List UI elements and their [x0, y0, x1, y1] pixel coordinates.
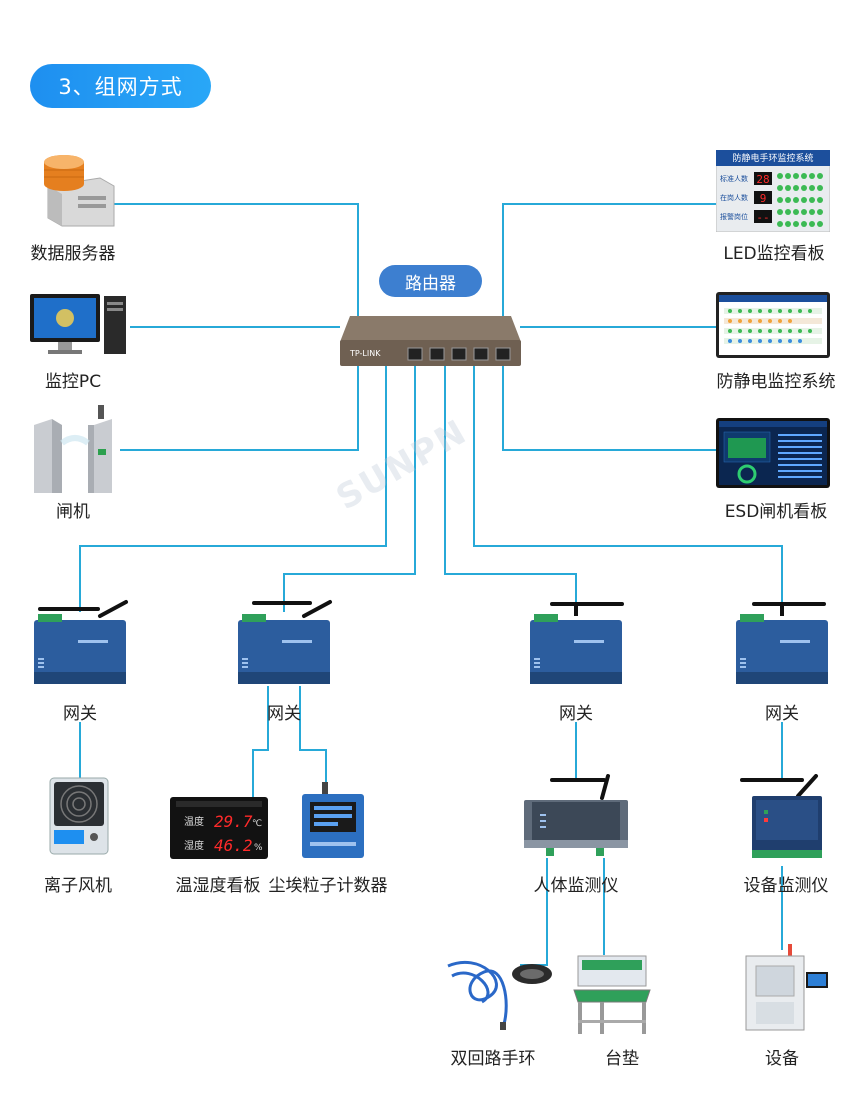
label-gateway-3: 网关 [559, 704, 593, 724]
label-device-monitor: 设备监测仪 [743, 876, 829, 896]
router-label: 路由器 [379, 265, 482, 297]
router-icon: TP-LINK [338, 312, 523, 368]
server-icon [38, 148, 118, 228]
svg-text:9: 9 [760, 192, 767, 205]
svg-text:报警岗位: 报警岗位 [720, 212, 748, 221]
svg-text:--: -- [756, 211, 769, 224]
section-title: 3、组网方式 [30, 64, 211, 108]
svg-text:在岗人数: 在岗人数 [720, 193, 748, 202]
body-monitor-icon [522, 774, 630, 860]
label-esd-board: ESD闸机看板 [724, 502, 828, 522]
svg-text:温度: 温度 [184, 815, 204, 828]
gateway-icon-1 [30, 598, 130, 688]
label-gate: 闸机 [56, 502, 90, 522]
svg-text:防静电手环监控系统: 防静电手环监控系统 [732, 152, 813, 164]
device-monitor-icon [738, 774, 826, 864]
turnstile-gate-icon [30, 403, 118, 495]
line-server [112, 203, 359, 318]
ion-fan-icon [48, 776, 112, 858]
line-led [502, 203, 716, 318]
temp-humidity-board-icon: 温度 湿度 29.7 46.2 ℃ % [170, 797, 268, 859]
line-gw3 [444, 355, 577, 612]
gateway-icon-2 [234, 598, 334, 688]
router-brand: TP-LINK [349, 349, 381, 358]
label-gateway-1: 网关 [63, 704, 97, 724]
label-gateway-4: 网关 [765, 704, 799, 724]
line-gw1 [79, 355, 387, 612]
line-gw2 [283, 355, 416, 612]
label-ion-fan: 离子风机 [44, 876, 112, 896]
equipment-icon [742, 944, 832, 1034]
label-bench-mat: 台垫 [605, 1049, 639, 1069]
line-gate [120, 364, 359, 451]
svg-text:29.7: 29.7 [214, 812, 253, 831]
label-pc: 监控PC [44, 372, 102, 392]
line-esd [502, 364, 716, 451]
line-gw2-th [252, 686, 269, 800]
line-gw4 [473, 355, 783, 612]
wrist-strap-icon [440, 952, 556, 1032]
svg-text:%: % [254, 843, 263, 853]
label-led-board: LED监控看板 [723, 244, 825, 264]
svg-text:28: 28 [756, 173, 769, 186]
svg-text:℃: ℃ [252, 819, 262, 829]
label-temp-humidity-board: 温湿度看板 [175, 876, 261, 896]
gateway-icon-4 [732, 598, 832, 688]
bench-mat-icon [572, 950, 652, 1036]
label-monitor-system: 防静电监控系统 [716, 372, 836, 392]
label-particle-counter: 尘埃粒子计数器 [268, 876, 388, 896]
svg-text:46.2: 46.2 [214, 836, 253, 855]
desktop-pc-icon [28, 292, 128, 358]
label-gateway-2: 网关 [267, 704, 301, 724]
label-equipment: 设备 [765, 1049, 799, 1069]
gateway-icon-3 [526, 598, 626, 688]
label-server: 数据服务器 [30, 244, 116, 264]
label-wrist-strap: 双回路手环 [450, 1049, 536, 1069]
label-body-monitor: 人体监测仪 [533, 876, 619, 896]
particle-counter-icon [300, 782, 366, 860]
svg-text:湿度: 湿度 [184, 839, 204, 852]
svg-text:标准人数: 标准人数 [720, 174, 748, 183]
led-board-icon: 防静电手环监控系统 标准人数 在岗人数 报警岗位 28 9 -- [715, 149, 831, 233]
line-gw2-pc [299, 686, 327, 790]
esd-board-icon [716, 418, 830, 488]
monitor-system-icon [716, 292, 830, 358]
